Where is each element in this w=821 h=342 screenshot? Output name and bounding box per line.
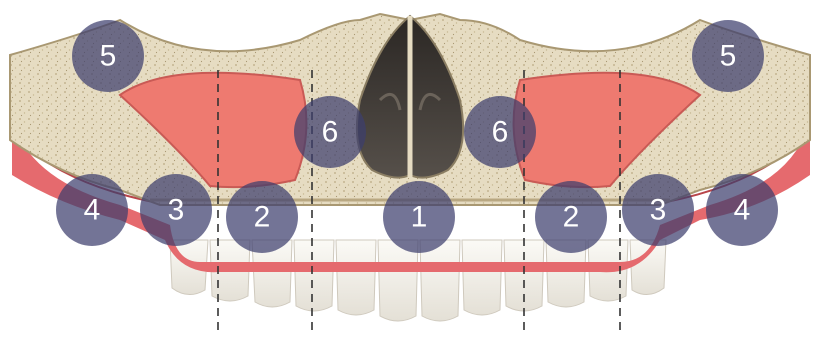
zone-number: 3 (168, 194, 185, 227)
zone-number: 2 (563, 201, 580, 234)
zone-marker: 6 (294, 96, 366, 168)
zone-number: 3 (650, 194, 667, 227)
zone-number: 6 (492, 116, 509, 149)
zone-number: 2 (254, 201, 271, 234)
zone-marker: 3 (140, 174, 212, 246)
zone-marker: 2 (226, 181, 298, 253)
zone-marker: 5 (72, 20, 144, 92)
zone-number: 5 (100, 40, 117, 73)
zone-marker: 6 (464, 96, 536, 168)
zone-marker: 4 (56, 174, 128, 246)
zone-number: 1 (411, 201, 428, 234)
zone-number: 4 (84, 194, 101, 227)
zone-number: 5 (720, 40, 737, 73)
zone-number: 6 (322, 116, 339, 149)
zone-marker: 1 (383, 181, 455, 253)
zone-marker: 2 (535, 181, 607, 253)
zone-number: 4 (734, 194, 751, 227)
zone-marker: 4 (706, 174, 778, 246)
zone-marker: 3 (622, 174, 694, 246)
zone-marker: 5 (692, 20, 764, 92)
